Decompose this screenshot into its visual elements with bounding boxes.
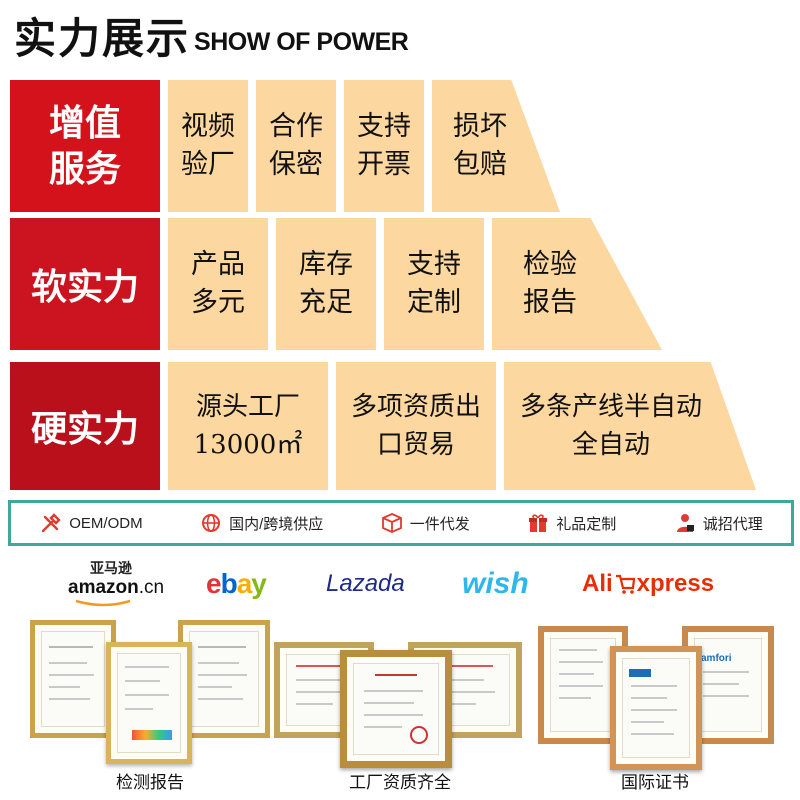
person-icon: [673, 512, 697, 534]
cell-ample-stock: 库存充足: [276, 218, 376, 350]
row-label-text: 硬实力: [30, 408, 139, 450]
globe-icon: [199, 512, 223, 534]
shopping-cart-icon: [615, 574, 635, 594]
badge-label: 国内/跨境供应: [229, 515, 324, 533]
amfori-logo: amfori: [701, 653, 732, 664]
cert-caption-test-reports: 检测报告: [116, 773, 184, 793]
lazada-logo-text: Lazada: [326, 570, 405, 597]
cert-group-international: amfori: [538, 620, 778, 770]
page-subtitle: SHOW OF POWER: [194, 28, 409, 56]
amazon-smile-icon: [75, 599, 131, 607]
amazon-logo-word-wrap: amazon.cn: [68, 577, 164, 599]
cell-text: 多项资质出口贸易: [351, 392, 482, 460]
lazada-logo: Lazada: [326, 556, 405, 612]
cell-text: 多条产线半自动全自动: [519, 392, 702, 460]
page-title: 实力展示: [14, 14, 191, 63]
row-label-text: 增值服务: [48, 102, 121, 190]
cell-damage-compensation: 损坏包赔: [432, 80, 560, 212]
cell-inspection-report: 检验报告: [492, 218, 662, 350]
cell-customization-support: 支持定制: [384, 218, 484, 350]
tools-icon: [39, 512, 63, 534]
cell-qualifications-export: 多项资质出口贸易: [336, 362, 496, 490]
cell-text: 检验报告: [523, 249, 577, 318]
badge-oem-odm: OEM/ODM: [39, 512, 143, 534]
cell-text: 支持定制: [407, 249, 461, 318]
row-label-soft-power: 软实力: [10, 218, 160, 350]
badge-label: 一件代发: [409, 515, 470, 533]
row-label-value-added: 增值服务: [10, 80, 160, 212]
cell-text: 产品多元: [191, 249, 245, 318]
badge-label: 诚招代理: [702, 515, 763, 533]
cell-confidential-cooperation: 合作保密: [256, 80, 336, 212]
cell-text: 支持开票: [357, 111, 411, 180]
badge-label: 礼品定制: [556, 515, 617, 533]
cert-group-test-reports: [30, 620, 275, 770]
cell-text: 源头工厂 13000㎡: [193, 392, 303, 460]
row-label-text: 软实力: [30, 266, 139, 308]
certificate-frame: [340, 650, 452, 768]
certificate-frame: [610, 646, 702, 770]
certificate-frame: [106, 642, 192, 764]
cell-diverse-products: 产品多元: [168, 218, 268, 350]
cell-video-factory-audit: 视频验厂: [168, 80, 248, 212]
amazon-logo-suffix: .cn: [138, 577, 165, 598]
page-header: 实力展示 SHOW OF POWER: [14, 8, 409, 68]
cell-invoice-support: 支持开票: [344, 80, 424, 212]
amazon-logo-cn: 亚马逊: [90, 561, 132, 577]
aliexpress-logo: Ali xpress: [582, 556, 714, 612]
amazon-logo-word: amazon: [68, 577, 139, 598]
cert-caption-international: 国际证书: [621, 773, 689, 793]
badge-gift-customization: 礼品定制: [526, 512, 616, 534]
aliexpress-logo-xpress: xpress: [636, 570, 715, 597]
aliexpress-logo-ali: Ali: [582, 570, 613, 597]
cell-text: 视频验厂: [181, 111, 235, 180]
cell-text: 合作保密: [269, 111, 323, 180]
cert-group-factory-qualifications: [274, 620, 524, 770]
wish-logo-text: wish: [462, 567, 529, 600]
cell-text: 库存充足: [299, 249, 353, 318]
cell-text: 损坏包赔: [453, 111, 507, 180]
certificate-frame: [30, 620, 116, 738]
badge-domestic-crossborder: 国内/跨境供应: [199, 512, 323, 534]
badge-dropshipping: 一件代发: [380, 512, 470, 534]
row-label-hard-power: 硬实力: [10, 362, 160, 490]
box-icon: [380, 512, 404, 534]
badge-label: OEM/ODM: [69, 514, 143, 532]
amazon-logo: 亚马逊 amazon.cn: [68, 556, 178, 612]
cell-production-lines: 多条产线半自动全自动: [504, 362, 756, 490]
gift-icon: [526, 512, 550, 534]
service-badges-bar: OEM/ODM 国内/跨境供应 一件代发 礼品定制 诚招代理: [8, 500, 794, 546]
badge-agent-recruitment: 诚招代理: [673, 512, 763, 534]
cert-caption-factory-qualifications: 工厂资质齐全: [349, 773, 451, 793]
wish-logo: wish: [462, 556, 529, 612]
cell-source-factory: 源头工厂 13000㎡: [168, 362, 328, 490]
